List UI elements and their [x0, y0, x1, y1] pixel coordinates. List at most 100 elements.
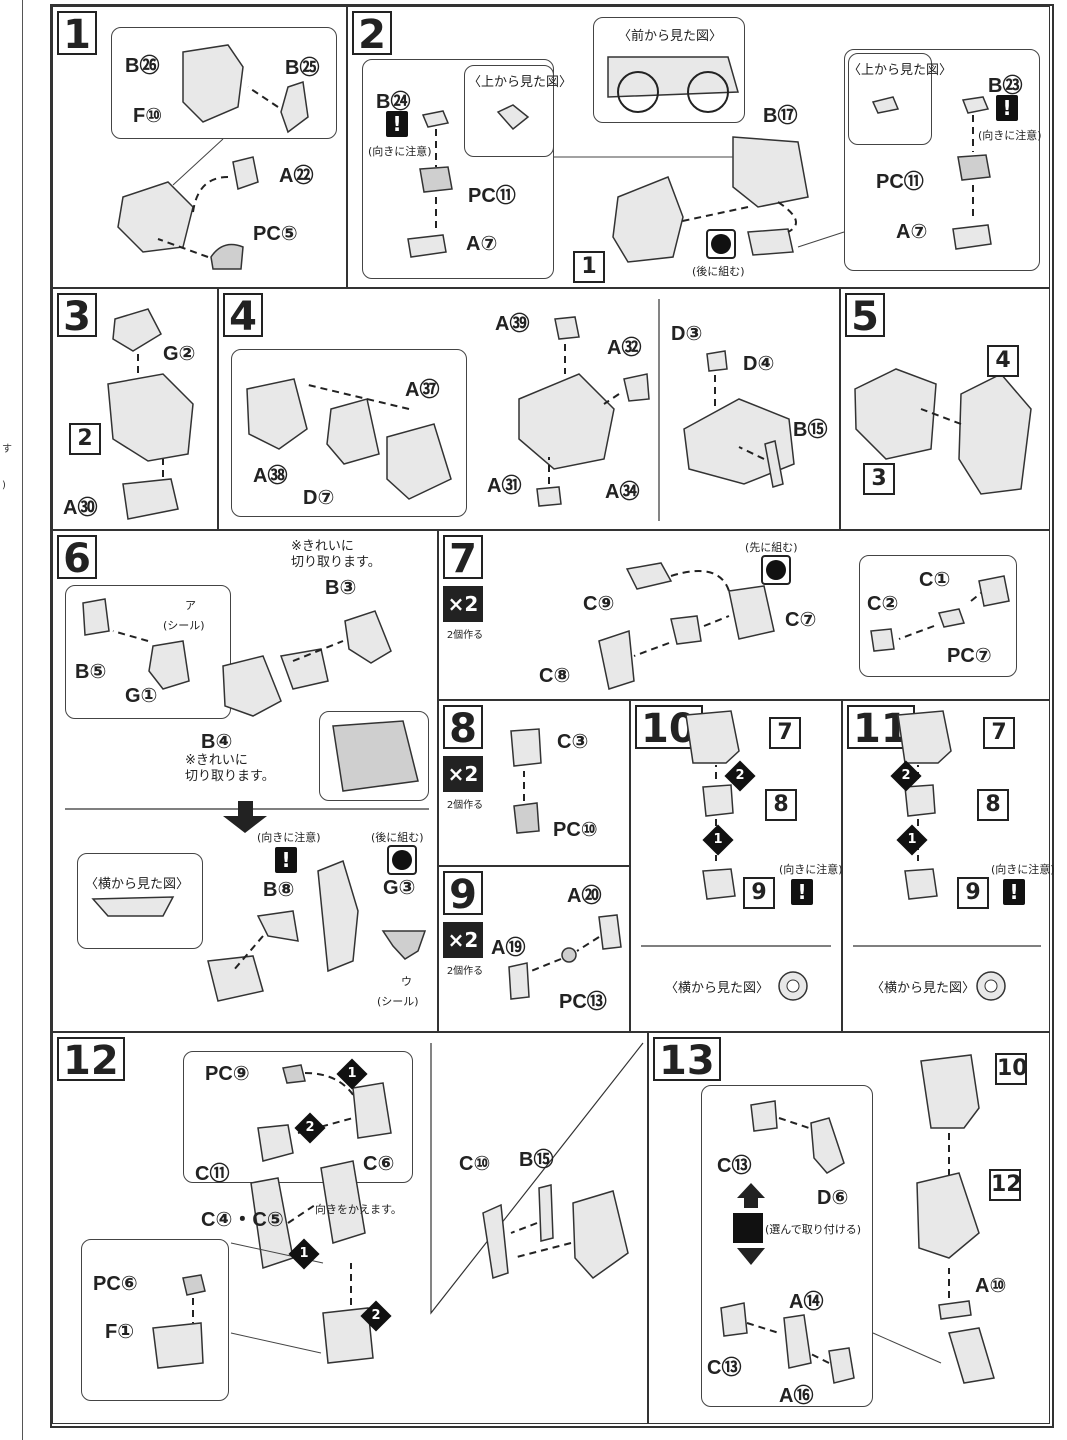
left-page-strip: す ) — [0, 0, 23, 1440]
part-label: B⑮ — [519, 1149, 554, 1171]
caution-icon: ! — [791, 879, 813, 905]
step-number: 9 — [443, 871, 483, 917]
part-label: A㊴ — [495, 313, 530, 335]
step-number: 8 — [443, 705, 483, 751]
step-reference: 9 — [743, 877, 775, 909]
view-caption: 〈前から見た図〉 — [618, 29, 723, 44]
step-7-illustration — [598, 562, 1010, 690]
assemble-later-icon — [387, 845, 417, 875]
step-12-illustration — [152, 1042, 644, 1369]
part-label: D⑦ — [303, 487, 335, 509]
caution-icon: ! — [996, 95, 1018, 121]
step-reference: 8 — [765, 789, 797, 821]
view-caption: 〈上から見た図〉 — [468, 75, 573, 90]
instruction-page — [50, 4, 1054, 1428]
step-reference: 1 — [573, 251, 605, 283]
part-label: C④・C⑤ — [201, 1209, 284, 1231]
step-8-illustration — [510, 728, 542, 834]
part-label: PC⑪ — [876, 171, 924, 193]
step-2-illustration — [407, 56, 992, 263]
part-label: B㉔ — [376, 91, 411, 113]
assemble-later-note: (後に組む) — [692, 265, 745, 278]
choose-note: (選んで取り付ける) — [765, 1223, 862, 1236]
sticker-mark: ウ — [401, 975, 412, 988]
part-label: A⑩ — [975, 1275, 1007, 1297]
part-label: PC⑩ — [553, 819, 598, 841]
part-label: F⑩ — [133, 105, 163, 127]
caution-icon: ! — [1003, 879, 1025, 905]
part-label: A㉞ — [605, 481, 640, 503]
step-order-badge: 1 — [336, 1058, 368, 1090]
step-13-panel: 13 C⑬ D⑥ (選んで取り付ける) A⑭ C⑬ A⑯ 10 12 A⑩ — [648, 1032, 1050, 1424]
part-label: C⑦ — [785, 609, 817, 631]
part-label: B⑧ — [263, 879, 295, 901]
step-5-illustration — [854, 368, 1032, 495]
assemble-first-icon — [761, 555, 791, 585]
part-label: G① — [125, 685, 158, 707]
step-order-badge: 1 — [288, 1238, 320, 1270]
caution-note: (向きに注意) — [779, 863, 843, 876]
part-label: C⑬ — [717, 1155, 752, 1177]
part-label: B⑤ — [75, 661, 107, 683]
step-order-badge: 1 — [702, 824, 734, 856]
part-label: A⑦ — [466, 233, 498, 255]
part-label: B③ — [325, 577, 357, 599]
step-reference: 12 — [989, 1169, 1022, 1201]
direction-note: 向きをかえます。 — [315, 1203, 402, 1216]
sticker-mark: ア — [185, 599, 196, 612]
step-order-badge: 2 — [360, 1300, 392, 1332]
quantity-note: 2個作る — [446, 630, 484, 641]
step-number: 4 — [223, 293, 263, 339]
part-label: PC⑪ — [468, 185, 516, 207]
cut-note: ※きれいに 切り取ります。 — [185, 753, 275, 784]
caution-note: (向きに注意) — [978, 129, 1042, 142]
step-10-panel: 10 2 1 7 8 (向きに注意) 9 ! 〈横から見た図〉 — [630, 700, 843, 1032]
step-number: 6 — [57, 535, 97, 581]
step-9-illustration — [508, 914, 622, 1000]
part-label: C⑬ — [707, 1357, 742, 1379]
part-label: C⑥ — [363, 1153, 395, 1175]
part-label: A㊲ — [405, 379, 440, 401]
part-label: D⑥ — [817, 1187, 849, 1209]
step-11-illustration — [853, 710, 1041, 1001]
part-label: F① — [105, 1321, 135, 1343]
part-label: C① — [919, 569, 951, 591]
step-1-panel: 1 B㉖ B㉕ F⑩ A㉒ PC⑤ — [52, 6, 347, 288]
part-label: A⑲ — [491, 937, 526, 959]
part-label: C⑩ — [459, 1153, 491, 1175]
strip-text: ) — [2, 480, 6, 491]
part-label: A㉛ — [487, 475, 522, 497]
step-number: 1 — [57, 11, 97, 57]
part-label: A㊳ — [253, 465, 288, 487]
strip-text: す — [2, 444, 12, 455]
detail-inset — [859, 555, 1017, 677]
caution-icon: ! — [386, 111, 408, 137]
sticker-note: (シール) — [377, 995, 419, 1008]
part-label: B㉓ — [988, 75, 1023, 97]
step-10-illustration — [641, 710, 831, 1001]
step-9-panel: 9 ×2 2個作る A⑳ A⑲ PC⑬ — [438, 866, 630, 1032]
step-5-panel: 5 4 3 — [840, 288, 1050, 530]
part-label: B④ — [201, 731, 233, 753]
step-reference: 3 — [863, 463, 895, 495]
part-label: C⑪ — [195, 1163, 230, 1185]
part-label: G③ — [383, 877, 416, 899]
caution-note: (向きに注意) — [368, 145, 432, 158]
detail-inset — [81, 1239, 229, 1401]
step-3-panel: 3 G② 2 A㉚ — [52, 288, 218, 530]
part-label: A⑳ — [567, 885, 602, 907]
step-number: 7 — [443, 535, 483, 581]
step-11-panel: 11 2 1 7 8 (向きに注意) 9 ! 〈横から見た図〉 — [842, 700, 1055, 1032]
quantity-note: 2個作る — [446, 800, 484, 811]
quantity-badge: ×2 — [443, 922, 483, 958]
step-number: 5 — [845, 293, 885, 339]
assemble-later-note: (後に組む) — [371, 831, 424, 844]
assemble-later-icon — [706, 229, 736, 259]
step-reference: 10 — [995, 1053, 1028, 1085]
part-label: A⑯ — [779, 1385, 814, 1407]
part-label: A㉜ — [607, 337, 642, 359]
step-number: 13 — [653, 1037, 721, 1083]
view-caption: 〈横から見た図〉 — [85, 877, 190, 892]
step-1-illustration — [117, 44, 309, 270]
part-label: PC⑬ — [559, 991, 607, 1013]
